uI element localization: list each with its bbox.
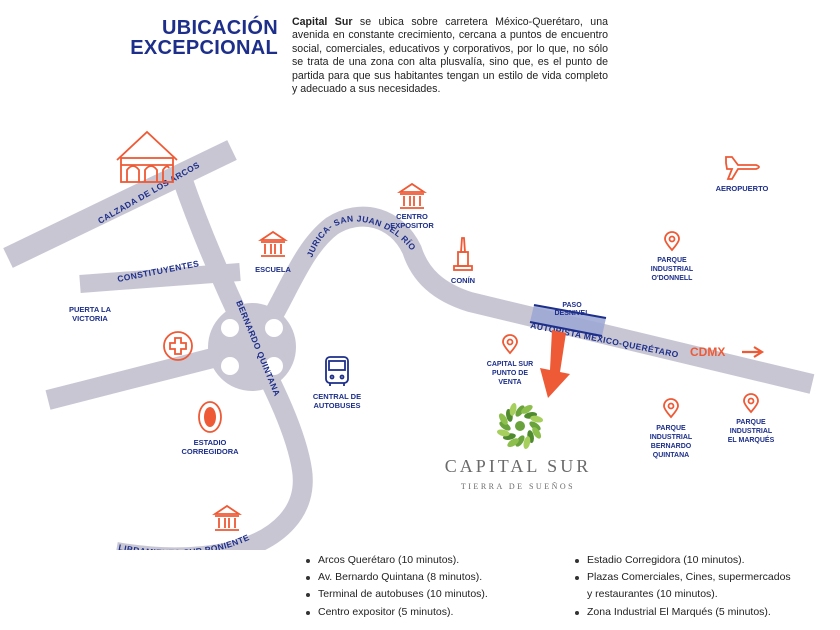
list-item: Av. Bernardo Quintana (8 minutos).	[306, 569, 488, 586]
label-marques-2: INDUSTRIAL	[730, 428, 773, 435]
label-estadio-1: ESTADIO	[194, 438, 227, 447]
list-item: Estadio Corregidora (10 minutos).	[575, 552, 791, 569]
label-aeropuerto: AEROPUERTO	[716, 184, 769, 193]
title-line-1: UBICACIÓN	[161, 17, 278, 39]
capital-sur-logo: CAPITAL SUR TIERRA DE SUEÑOS	[445, 402, 591, 491]
label-venta-1: CAPITAL SUR	[487, 361, 533, 368]
label-centro-1: CENTRO	[396, 212, 428, 221]
airplane-icon	[725, 156, 760, 180]
monument-icon	[453, 237, 473, 271]
leaf	[529, 421, 541, 431]
logo-tagline: TIERRA DE SUEÑOS	[461, 481, 575, 491]
leaf	[530, 415, 544, 423]
leaf	[523, 436, 531, 450]
hospital-icon	[163, 331, 193, 361]
label-bq-2: INDUSTRIAL	[650, 434, 693, 441]
leaf	[532, 427, 542, 439]
list-item-continued: y restaurantes (10 minutos).	[587, 588, 718, 601]
label-paso-2: DESNIVEL	[554, 310, 590, 317]
label-marques-3: EL MARQUÉS	[728, 435, 775, 444]
overpass: PASO DESNIVEL	[529, 302, 607, 337]
location-pin-icon	[664, 231, 680, 252]
location-pin-icon	[663, 398, 679, 419]
bus-icon	[325, 356, 349, 386]
label-odonnell-1: PARQUE	[657, 257, 687, 264]
arrow-right-icon	[742, 346, 765, 358]
arrow-down-icon	[540, 330, 570, 398]
label-bq-4: QUINTANA	[653, 452, 689, 459]
label-marques-1: PARQUE	[736, 419, 766, 426]
leaf-center	[515, 421, 525, 431]
label-puerta-2: VICTORIA	[72, 314, 108, 323]
road-bernardo-quintana	[116, 174, 313, 550]
museum-icon	[212, 504, 242, 531]
leaf	[499, 421, 511, 431]
location-pin-icon	[743, 393, 759, 414]
arcos-icon	[116, 130, 178, 183]
label-central-2: AUTOBUSES	[314, 401, 361, 410]
location-map: CALZADA DE LOS ARCOS CONSTITUYENTES JURI…	[3, 130, 815, 550]
leaf	[496, 429, 510, 437]
label-puerta-1: PUERTA LA	[69, 305, 112, 314]
leaf	[498, 413, 508, 425]
title-line-2: EXCEPCIONAL	[130, 37, 278, 59]
roundabout	[208, 303, 296, 391]
list-item: Centro expositor (5 minutos).	[306, 604, 488, 621]
intro-brand: Capital Sur	[292, 16, 353, 28]
school-icon	[258, 230, 288, 257]
label-odonnell-2: INDUSTRIAL	[651, 266, 694, 273]
roads	[3, 140, 815, 550]
list-item: Plazas Comerciales, Cines, supermercados	[575, 569, 791, 586]
label-bq-1: PARQUE	[656, 425, 686, 432]
distances-list-left: Arcos Querétaro (10 minutos). Av. Bernar…	[304, 552, 488, 621]
label-venta-3: VENTA	[498, 379, 521, 386]
logo-name: CAPITAL SUR	[445, 456, 591, 476]
stadium-icon	[198, 401, 222, 433]
label-venta-2: PUNTO DE	[492, 370, 528, 377]
leaf	[515, 405, 525, 417]
location-pin-icon	[502, 334, 518, 355]
page-title: UBICACIÓN EXCEPCIONAL	[118, 18, 278, 58]
leaf	[507, 438, 519, 448]
list-item: Zona Industrial El Marqués (5 minutos).	[575, 604, 791, 621]
label-cdmx: CDMX	[690, 345, 725, 359]
road-calzada-de-los-arcos	[3, 140, 237, 268]
list-item: Arcos Querétaro (10 minutos).	[306, 552, 488, 569]
distances-list-right: Estadio Corregidora (10 minutos). Plazas…	[573, 552, 791, 621]
list-item: Terminal de autobuses (10 minutos).	[306, 586, 488, 603]
label-paso-1: PASO	[562, 302, 582, 309]
leaf-ring-icon	[496, 402, 544, 450]
label-estadio-2: CORREGIDORA	[181, 447, 239, 456]
label-odonnell-3: O'DONNELL	[652, 275, 694, 282]
museum-icon	[397, 182, 427, 209]
label-conin: CONÍN	[451, 276, 475, 285]
road-jurica	[249, 206, 815, 394]
leaf	[515, 435, 525, 447]
label-bq-3: BERNARDO	[651, 443, 692, 450]
leaf	[521, 404, 533, 414]
leaf	[509, 402, 517, 416]
intro-paragraph: Capital Sur se ubica sobre carretera Méx…	[292, 16, 608, 96]
label-escuela: ESCUELA	[255, 265, 291, 274]
label-central-1: CENTRAL DE	[313, 392, 361, 401]
label-centro-2: EXPOSITOR	[390, 221, 434, 230]
intro-text: se ubica sobre carretera México-Querétar…	[292, 16, 608, 96]
